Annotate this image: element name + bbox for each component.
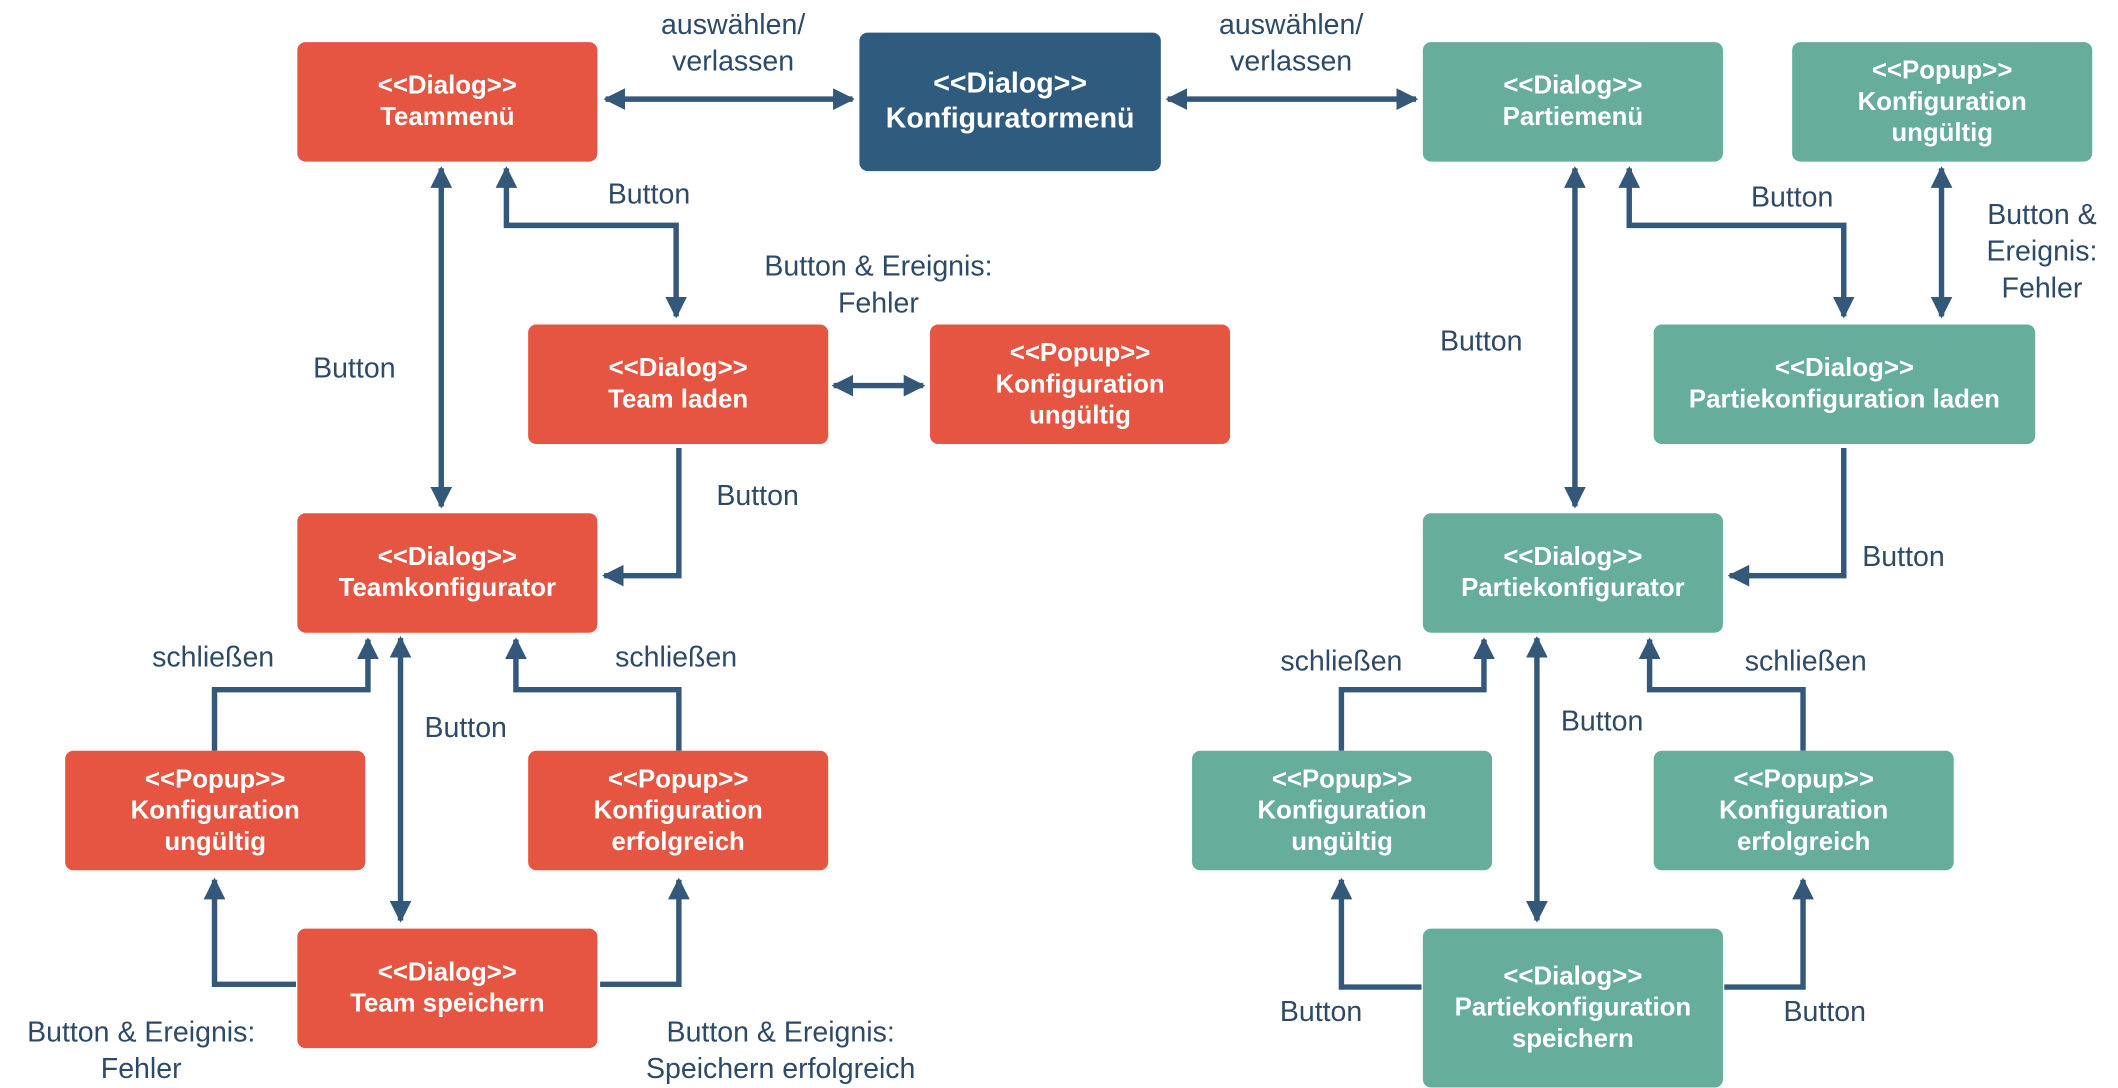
node-partiekonfiguration-laden: <<Dialog>> Partiekonfiguration laden xyxy=(1653,324,2036,444)
node-title-line1: Konfiguration xyxy=(130,796,300,825)
node-title-line1: Konfiguration xyxy=(995,369,1165,399)
arrow-team-laden-teamkonfigurator xyxy=(602,448,682,587)
node-team-popup-erfolgreich: <<Popup>> Konfiguration erfolgreich xyxy=(528,750,829,871)
label-partie-button-middle: Button xyxy=(1560,706,1644,738)
arrow-partiekonfig-speichern-popup-erfolgreich xyxy=(1724,877,1814,990)
label-team-button-to-laden: Button xyxy=(607,179,691,211)
node-stereotype: <<Popup>> xyxy=(1271,765,1413,794)
node-partie-popup-ungueltig: <<Popup>> Konfiguration ungültig xyxy=(1192,750,1493,871)
node-title: Konfiguratormenü xyxy=(885,103,1135,135)
label-line: Button & Ereignis: xyxy=(27,1016,256,1049)
arrow-popup-erfolgreich-teamkonfigurator xyxy=(505,637,682,751)
node-title-line2: speichern xyxy=(1511,1025,1634,1054)
node-stereotype: <<Dialog>> xyxy=(377,958,517,988)
label-line: Fehler xyxy=(2001,272,2083,305)
label-line: verlassen xyxy=(1230,46,1353,78)
label-line: Fehler xyxy=(100,1053,182,1085)
label-team-button-middle: Button xyxy=(424,712,507,745)
node-team-popup-ungueltig: <<Popup>> Konfiguration ungültig xyxy=(65,750,366,871)
node-title-line2: ungültig xyxy=(1891,118,1994,148)
node-title: Teamkonfigurator xyxy=(338,574,557,603)
label-line: Button & Ereignis: xyxy=(666,1016,895,1049)
label-partie-button-left: Button xyxy=(1440,325,1523,358)
node-title-line2: ungültig xyxy=(1029,401,1131,430)
node-team-laden: <<Dialog>> Team laden xyxy=(528,324,829,444)
label-team-schliessen-left: schließen xyxy=(152,642,275,674)
node-teammenu: <<Dialog>> Teammenü xyxy=(297,42,598,162)
label-line: Speichern erfolgreich xyxy=(645,1053,916,1085)
label-team-schliessen-right: schließen xyxy=(615,642,738,674)
node-partie-popup-top: <<Popup>> Konfiguration ungültig xyxy=(1792,42,2093,162)
label-auswaehlen-left: auswählen/ verlassen xyxy=(661,7,805,80)
arrow-teammenu-team-laden xyxy=(495,166,687,319)
arrow-team-speichern-popup-erfolgreich xyxy=(600,877,690,988)
node-stereotype: <<Dialog>> xyxy=(377,543,517,572)
node-stereotype: <<Popup>> xyxy=(1871,56,2013,85)
label-team-button-left: Button xyxy=(313,353,396,385)
label-partie-schliessen-right: schließen xyxy=(1744,646,1867,678)
node-stereotype: <<Dialog>> xyxy=(1503,543,1643,572)
node-partiemenu: <<Dialog>> Partiemenü xyxy=(1422,42,1723,162)
node-stereotype: <<Popup>> xyxy=(1009,338,1151,368)
node-partiekonfiguration-speichern: <<Dialog>> Partiekonfiguration speichern xyxy=(1422,928,1723,1088)
label-team-laden-button: Button xyxy=(716,480,799,512)
node-title: Teammenü xyxy=(380,103,515,132)
arrow-popup-ungueltig-partiekonfigurator xyxy=(1338,637,1495,751)
arrow-partiekonfig-laden-partiekonfigurator xyxy=(1727,448,1847,587)
node-title-line1: Partiekonfiguration xyxy=(1454,993,1692,1023)
node-title-line2: erfolgreich xyxy=(611,827,745,857)
label-line: verlassen xyxy=(672,46,795,78)
label-team-laden-fehler: Button & Ereignis: Fehler xyxy=(764,248,992,321)
label-partie-fehler-right: Button & Ereignis: Fehler xyxy=(1987,197,2098,307)
node-stereotype: <<Dialog>> xyxy=(933,67,1087,100)
label-partie-laden-button: Button xyxy=(1862,541,1945,573)
node-teamkonfigurator: <<Dialog>> Teamkonfigurator xyxy=(297,513,598,633)
node-title: Partiekonfigurator xyxy=(1461,574,1685,603)
node-team-popup-ungueltig-top: <<Popup>> Konfiguration ungültig xyxy=(930,324,1231,444)
arrow-team-speichern-popup-ungueltig xyxy=(203,877,296,988)
node-stereotype: <<Popup>> xyxy=(144,765,286,794)
label-line: Button & Ereignis: xyxy=(764,251,993,283)
arrow-popup-ungueltig-teamkonfigurator xyxy=(211,637,379,751)
label-partie-button-bottom-left: Button xyxy=(1279,996,1363,1028)
node-stereotype: <<Dialog>> xyxy=(1503,71,1643,101)
node-title-line1: Konfiguration xyxy=(1719,796,1889,825)
node-stereotype: <<Dialog>> xyxy=(1774,354,1914,383)
node-team-speichern: <<Dialog>> Team speichern xyxy=(297,928,598,1049)
label-auswaehlen-right: auswählen/ verlassen xyxy=(1219,7,1363,80)
node-title: Partiemenü xyxy=(1502,103,1644,132)
label-team-fehler-bottom: Button & Ereignis: Fehler xyxy=(27,1014,255,1087)
node-title-line2: ungültig xyxy=(164,827,267,857)
label-partie-button-top: Button xyxy=(1750,181,1834,214)
node-title: Team laden xyxy=(608,385,749,415)
node-stereotype: <<Popup>> xyxy=(1733,765,1874,794)
arrow-partiemenu-partiekonfig-laden xyxy=(1618,166,1855,319)
label-line: Button & xyxy=(1987,199,2097,231)
label-team-erfolgreich-bottom: Button & Ereignis: Speichern erfolgreich xyxy=(646,1014,915,1087)
label-line: auswählen/ xyxy=(661,9,806,41)
node-konfiguratormenu: <<Dialog>> Konfiguratormenü xyxy=(859,32,1161,172)
label-line: Fehler xyxy=(838,287,919,320)
arrow-popup-erfolgreich-partiekonfigurator xyxy=(1638,637,1806,751)
label-partie-button-bottom-right: Button xyxy=(1783,996,1866,1028)
node-partiekonfigurator: <<Dialog>> Partiekonfigurator xyxy=(1422,513,1723,633)
node-title-line2: ungültig xyxy=(1291,827,1393,857)
node-title-line1: Konfiguration xyxy=(1257,796,1427,825)
node-stereotype: <<Dialog>> xyxy=(377,71,517,101)
label-line: Ereignis: xyxy=(1986,236,2098,268)
node-partie-popup-erfolgreich: <<Popup>> Konfiguration erfolgreich xyxy=(1653,750,1954,871)
node-title: Team speichern xyxy=(350,989,545,1019)
node-title: Partiekonfiguration laden xyxy=(1688,385,2000,415)
node-title-line1: Konfiguration xyxy=(1857,87,2027,117)
arrow-partiekonfig-speichern-popup-ungueltig xyxy=(1330,877,1422,990)
node-title-line1: Konfiguration xyxy=(593,796,763,825)
node-title-line2: erfolgreich xyxy=(1737,827,1871,857)
node-stereotype: <<Popup>> xyxy=(607,765,749,794)
node-stereotype: <<Dialog>> xyxy=(608,354,748,383)
label-partie-schliessen-left: schließen xyxy=(1280,646,1403,678)
label-line: auswählen/ xyxy=(1219,9,1364,41)
node-stereotype: <<Dialog>> xyxy=(1503,962,1643,992)
